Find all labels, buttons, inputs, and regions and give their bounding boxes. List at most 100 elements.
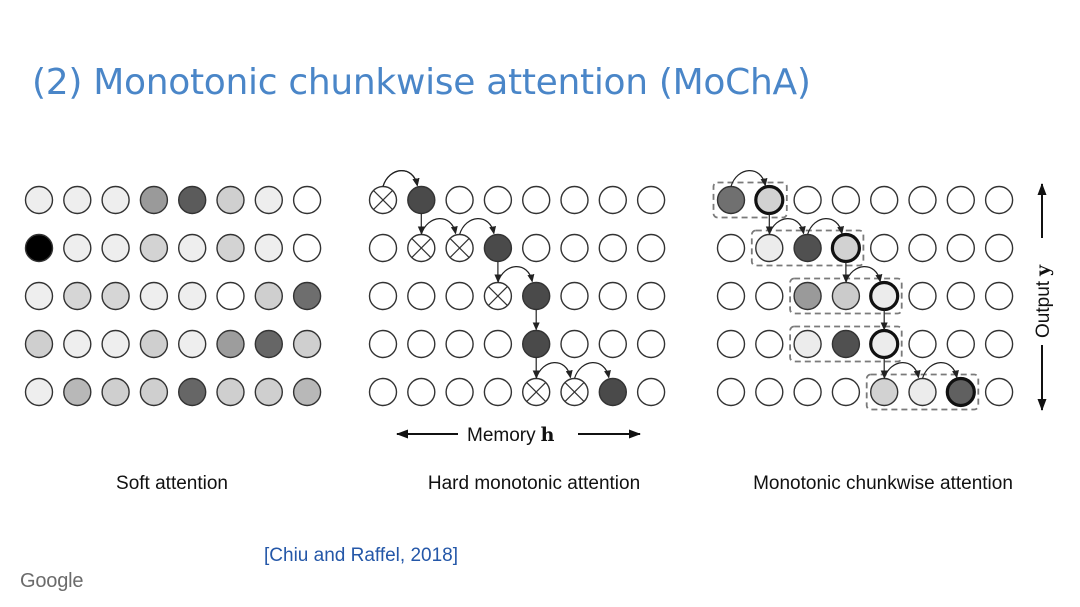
hard-cell <box>368 281 398 311</box>
soft-cell <box>139 233 169 263</box>
soft-cell <box>177 377 207 407</box>
hard-cell <box>598 329 627 359</box>
soft-cell <box>101 377 130 407</box>
soft-cell <box>139 329 169 359</box>
attended-cell <box>407 185 436 215</box>
mocha-grid <box>712 170 1014 411</box>
google-logo: Google <box>20 570 84 592</box>
soft-attention-caption: Soft attention <box>116 473 228 494</box>
soft-cell <box>139 377 169 407</box>
hard-cell <box>598 185 627 215</box>
soft-cell <box>177 329 207 359</box>
hard-cell <box>522 233 551 263</box>
chunk-window <box>865 373 980 411</box>
hard-monotonic-grid <box>368 170 666 407</box>
mocha-cell <box>908 329 937 359</box>
hard-cell <box>598 233 627 263</box>
hard-step-arrow <box>382 170 420 187</box>
mocha-step-arrow <box>768 218 806 235</box>
attended-cell <box>522 329 551 359</box>
attended-cell <box>598 377 627 407</box>
output-axis: Outputy <box>1032 183 1054 411</box>
hard-cell <box>368 377 398 407</box>
hard-cell <box>560 281 589 311</box>
chunk-window <box>750 229 865 267</box>
soft-cell <box>177 281 207 311</box>
soft-cell <box>101 185 130 215</box>
mocha-step-arrow <box>807 218 845 235</box>
soft-cell <box>177 185 207 215</box>
mocha-cell <box>793 233 822 263</box>
hard-cell <box>636 377 666 407</box>
chunk-endpoint-cell <box>830 232 862 264</box>
mocha-cell <box>984 185 1014 215</box>
mocha-cell <box>984 329 1014 359</box>
hard-cell <box>445 185 474 215</box>
hard-cell <box>368 233 398 263</box>
chunk-window <box>712 181 788 219</box>
mocha-cell <box>755 377 784 407</box>
mocha-cell <box>870 185 899 215</box>
mocha-cell <box>870 377 899 407</box>
hard-cell <box>445 329 474 359</box>
attended-cell <box>522 281 551 311</box>
mocha-cell <box>793 185 822 215</box>
soft-cell <box>24 233 54 263</box>
hard-cell <box>407 377 436 407</box>
soft-cell <box>254 281 283 311</box>
hard-cell <box>636 329 666 359</box>
soft-cell <box>63 377 92 407</box>
soft-cell <box>254 329 283 359</box>
soft-cell <box>254 377 283 407</box>
mocha-cell <box>946 233 975 263</box>
hard-cell <box>560 233 589 263</box>
mocha-cell <box>984 281 1014 311</box>
hard-cell <box>445 281 474 311</box>
hard-step-arrow <box>573 362 611 379</box>
slide-title: (2) Monotonic chunkwise attention (MoChA… <box>32 62 811 103</box>
mocha-cell <box>908 281 937 311</box>
hard-cell <box>560 329 589 359</box>
mocha-cell <box>831 281 861 311</box>
soft-cell <box>254 185 283 215</box>
mocha-cell <box>831 185 861 215</box>
hard-cell <box>560 185 589 215</box>
mocha-cell <box>946 281 975 311</box>
hard-step-arrow <box>382 170 420 187</box>
hard-cell <box>598 281 627 311</box>
hard-step-arrow <box>535 362 573 379</box>
chunk-endpoint-cell <box>869 280 900 312</box>
hard-step-arrow <box>497 266 535 283</box>
soft-cell <box>63 233 92 263</box>
output-axis-label: Outputy <box>1032 264 1054 338</box>
hard-step-arrow <box>459 218 497 235</box>
mocha-cell <box>716 377 746 407</box>
mocha-cell <box>831 377 861 407</box>
mocha-cell <box>908 377 937 407</box>
chunk-window <box>789 325 903 363</box>
hard-cell <box>522 185 551 215</box>
mocha-step-arrow <box>921 362 959 379</box>
mocha-cell <box>946 185 975 215</box>
mocha-cell <box>984 233 1014 263</box>
hard-cell <box>407 281 436 311</box>
soft-cell <box>63 281 92 311</box>
soft-cell <box>24 377 54 407</box>
mocha-cell <box>946 329 975 359</box>
soft-cell <box>101 281 130 311</box>
mocha-cell <box>716 281 746 311</box>
soft-cell <box>292 329 322 359</box>
mocha-cell <box>870 233 899 263</box>
mocha-step-arrow <box>883 362 921 379</box>
mocha-cell <box>755 281 784 311</box>
mocha-cell <box>984 377 1014 407</box>
mocha-cell <box>908 233 937 263</box>
mocha-cell <box>755 233 784 263</box>
soft-cell <box>292 281 322 311</box>
hard-cell <box>445 377 474 407</box>
hard-cell <box>483 329 513 359</box>
soft-cell <box>139 281 169 311</box>
mocha-cell <box>908 185 937 215</box>
